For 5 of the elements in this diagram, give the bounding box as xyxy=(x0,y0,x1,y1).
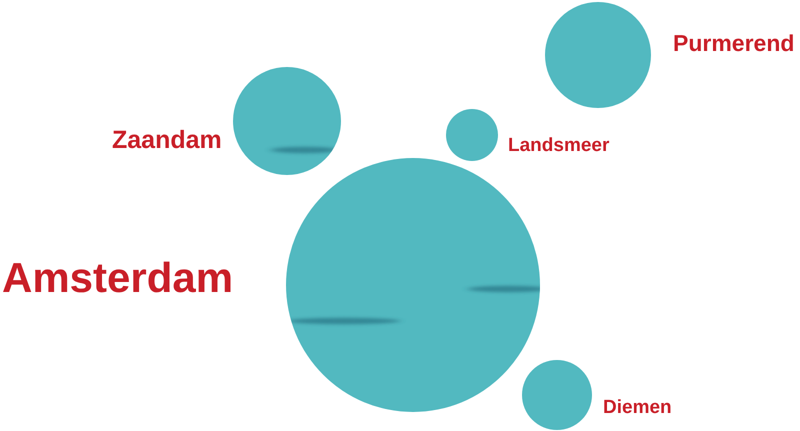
place-name: Amsterdam xyxy=(2,256,234,299)
place-name: Zaandam xyxy=(112,128,222,153)
place-name: Purmerend xyxy=(673,32,794,55)
place-name: Diemen xyxy=(603,398,672,417)
place-name: Landsmeer xyxy=(508,136,610,155)
